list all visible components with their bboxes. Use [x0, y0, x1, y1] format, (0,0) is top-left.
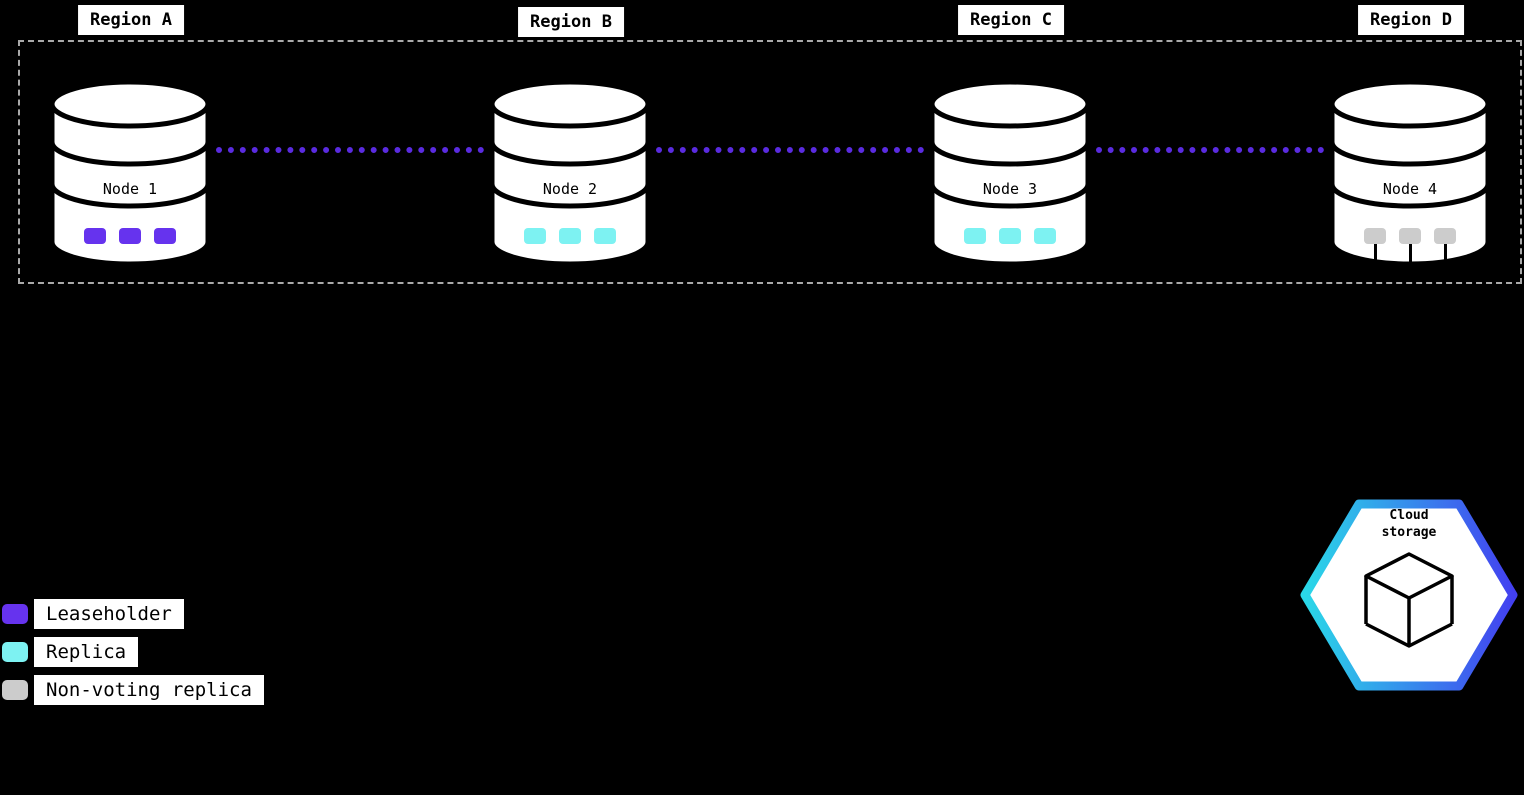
node-4: Node 4: [1328, 78, 1492, 270]
legend-label: Replica: [34, 637, 139, 667]
region-label-b: Region B: [518, 7, 624, 37]
cloud-storage-hexagon: [1300, 499, 1518, 691]
replica-chip: [559, 228, 581, 244]
replica-chips: [488, 228, 652, 244]
replica-swatch: [2, 642, 28, 662]
replica-chip: [594, 228, 616, 244]
leaseholder-chip: [119, 228, 141, 244]
node-3: Node 3: [928, 78, 1092, 270]
connector-node1-node2: [216, 147, 484, 153]
cube-icon: [1364, 552, 1454, 648]
node-label: Node 4: [1382, 180, 1438, 198]
region-label-a: Region A: [78, 5, 184, 35]
storage-connector-lines: [1328, 244, 1492, 268]
nonvoting-replica-chip: [1399, 228, 1421, 244]
replica-chip: [1034, 228, 1056, 244]
database-cylinder-icon: [49, 79, 211, 267]
replica-chip: [524, 228, 546, 244]
replica-chips: [1328, 228, 1492, 244]
nonvoting-replica-chip: [1364, 228, 1386, 244]
node-label: Node 3: [982, 180, 1038, 198]
nonvoting-replica-chip: [1434, 228, 1456, 244]
leaseholder-chip: [84, 228, 106, 244]
node-label: Node 2: [542, 180, 598, 198]
replica-chips: [928, 228, 1092, 244]
cloud-storage-label: Cloud storage: [1381, 508, 1437, 540]
database-cylinder-icon: [929, 79, 1091, 267]
region-label-c: Region C: [958, 5, 1064, 35]
replica-chip: [999, 228, 1021, 244]
region-label-d: Region D: [1358, 5, 1464, 35]
leaseholder-swatch: [2, 604, 28, 624]
replica-chips: [48, 228, 212, 244]
nonvoting-replica-swatch: [2, 680, 28, 700]
legend-row-nonvoting-replica: Non-voting replica: [2, 675, 264, 705]
legend: Leaseholder Replica Non-voting replica: [2, 599, 264, 713]
cluster-dashed-border: [18, 40, 1522, 284]
connector-node2-node3: [656, 147, 924, 153]
legend-row-leaseholder: Leaseholder: [2, 599, 264, 629]
connector-node3-node4: [1096, 147, 1324, 153]
storage-connector-line: [1409, 244, 1412, 268]
legend-label: Leaseholder: [34, 599, 184, 629]
storage-connector-line: [1444, 244, 1447, 268]
legend-label: Non-voting replica: [34, 675, 264, 705]
cloud-storage: Cloud storage: [1299, 494, 1519, 696]
node-label: Node 1: [102, 180, 158, 198]
node-1: Node 1: [48, 78, 212, 270]
database-cylinder-icon: [1329, 79, 1491, 267]
replica-chip: [964, 228, 986, 244]
storage-connector-line: [1374, 244, 1377, 268]
database-cylinder-icon: [489, 79, 651, 267]
node-2: Node 2: [488, 78, 652, 270]
legend-row-replica: Replica: [2, 637, 264, 667]
leaseholder-chip: [154, 228, 176, 244]
